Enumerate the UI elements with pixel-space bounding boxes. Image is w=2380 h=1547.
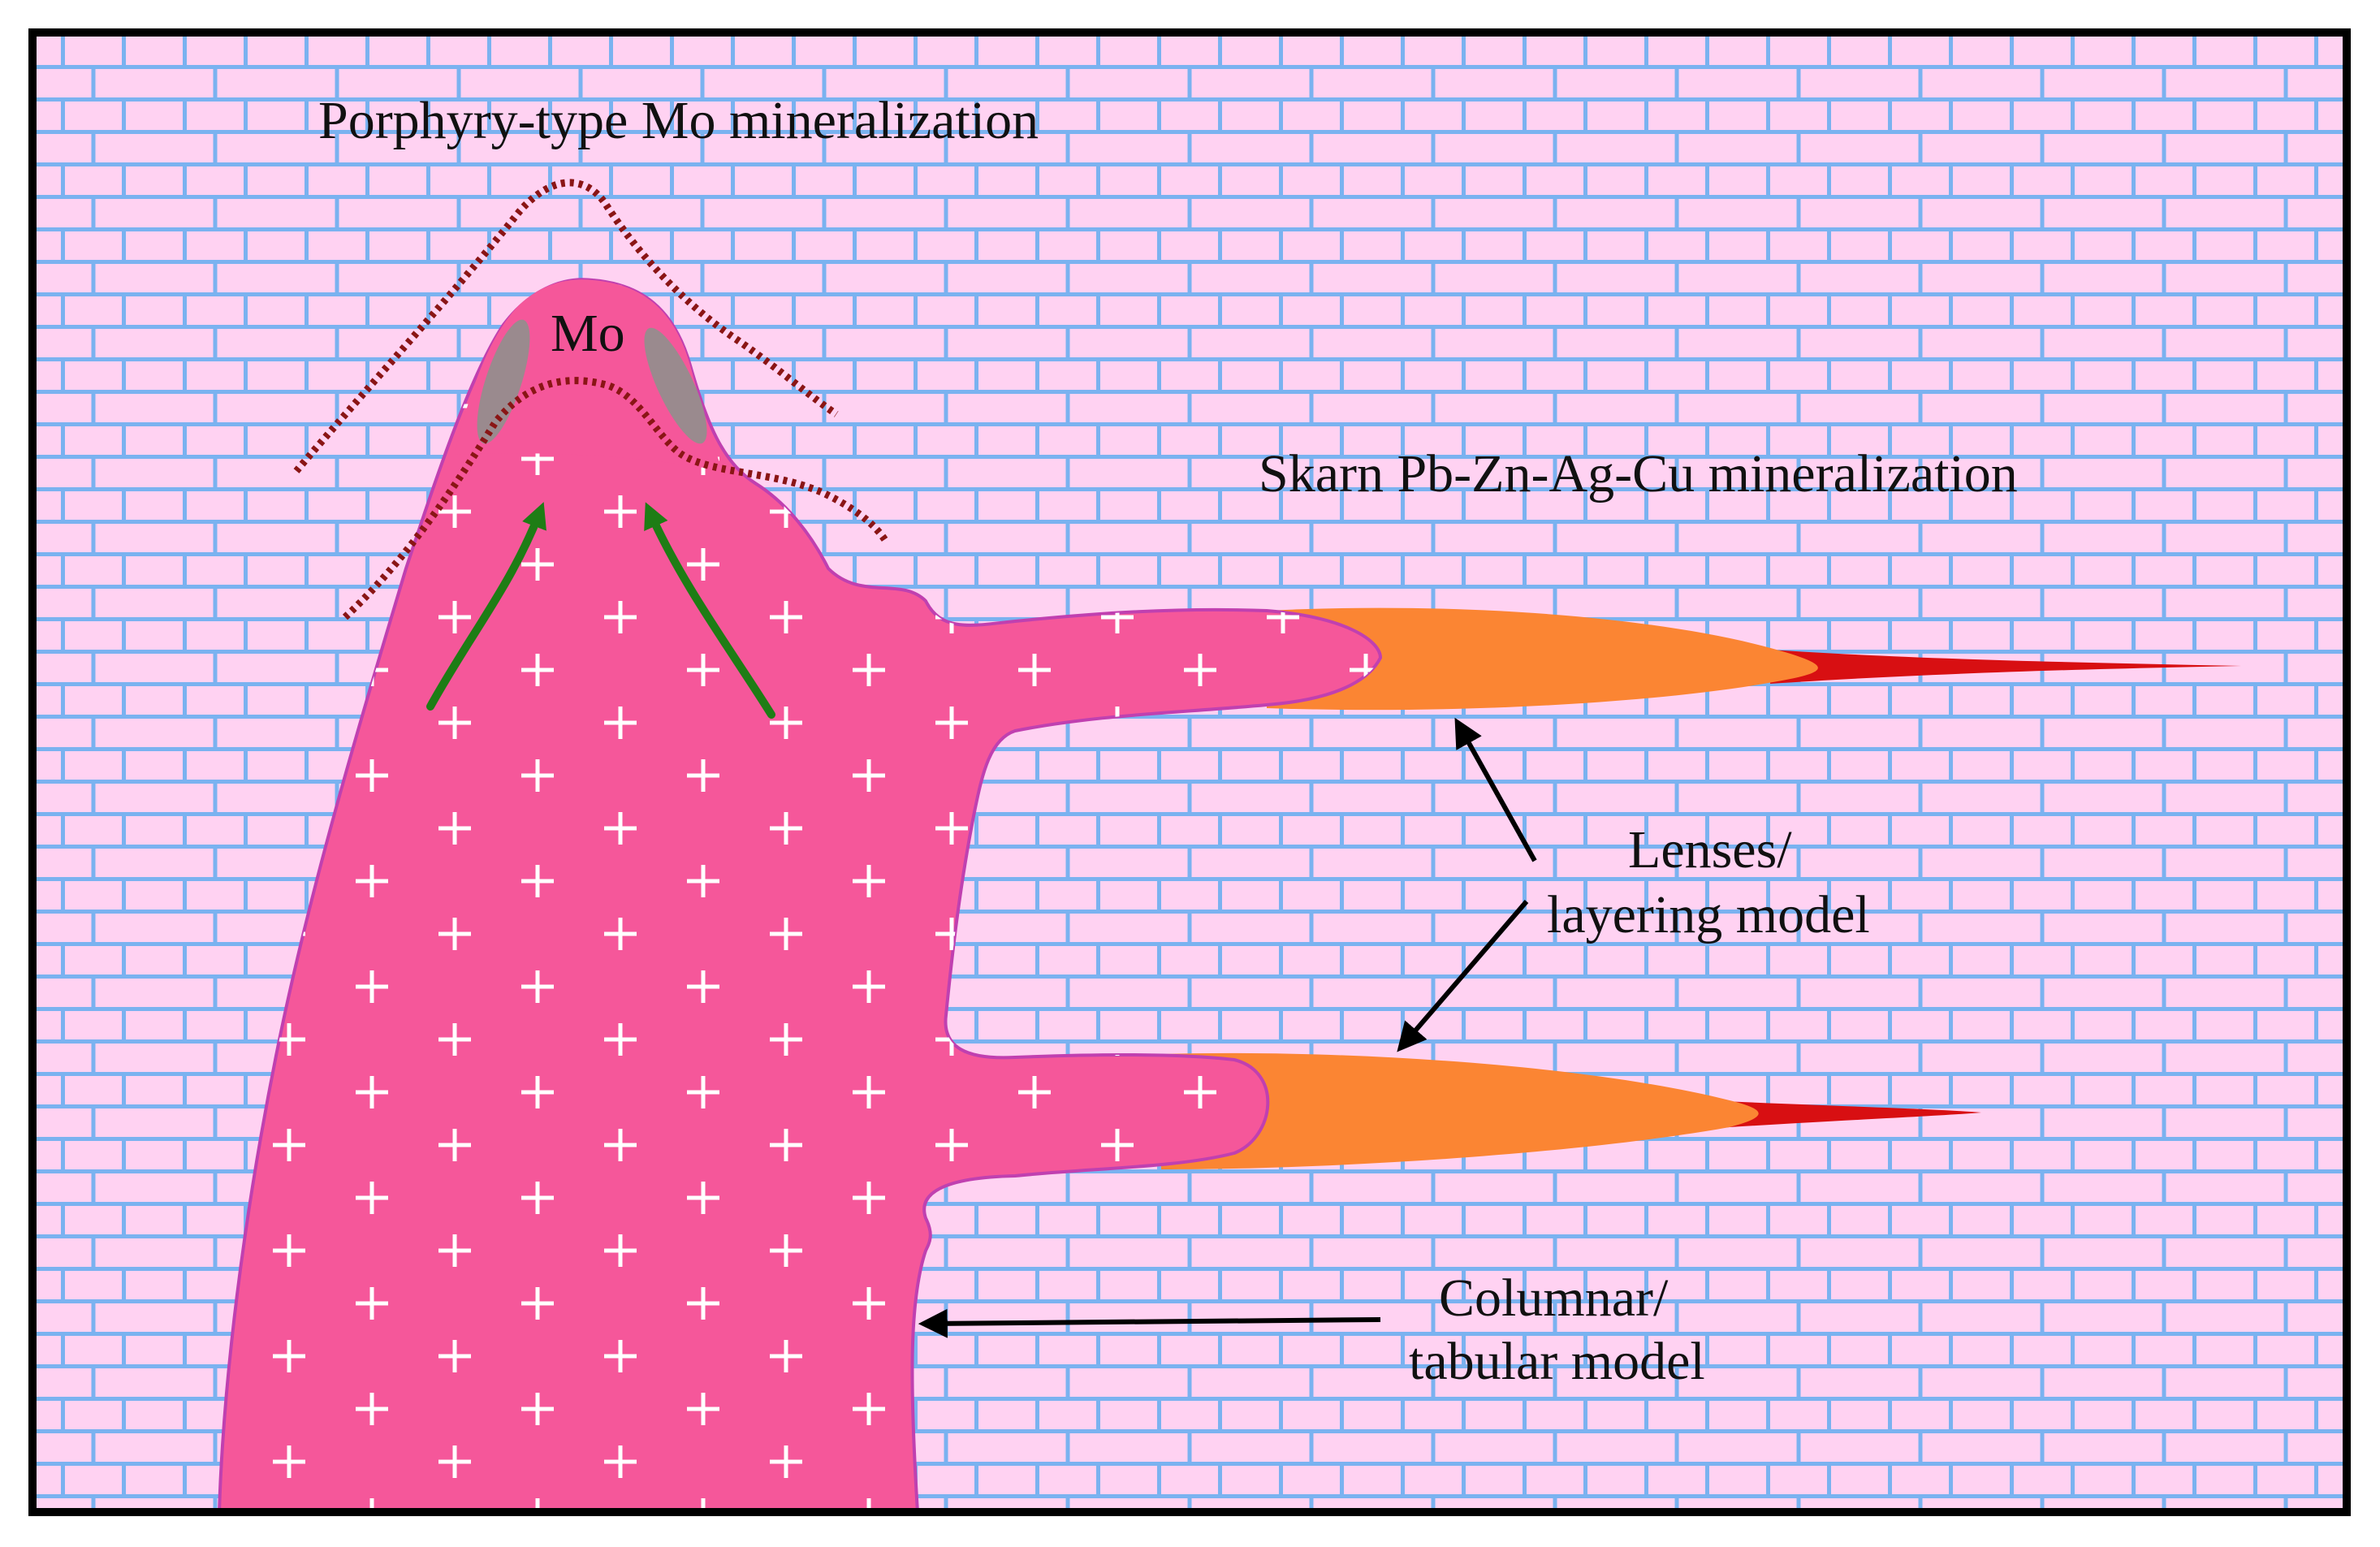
fluid-flow-left-arrow: [426, 502, 546, 711]
upper-skarn-lens-red-tip: [1770, 650, 2241, 684]
mo-zone-right: [644, 327, 707, 444]
fluid-flow-right-arrow: [644, 502, 775, 719]
lenses-label-line2: layering model: [1547, 885, 1870, 944]
outer-alteration-boundary: [293, 179, 839, 473]
columnar-label-line1: Columnar/: [1439, 1268, 1669, 1328]
lenses-arrow-upper: [1454, 717, 1537, 862]
lower-skarn-lens: [1161, 1052, 1759, 1169]
columnar-arrow: [918, 1308, 1381, 1338]
diagram-frame: [28, 28, 2351, 1516]
porphyry-mo-label: Porphyry-type Mo mineralization: [318, 91, 1039, 150]
granite-texture-crosses: [219, 279, 1380, 1512]
inner-alteration-boundary: [342, 377, 888, 620]
upper-skarn-lens: [1267, 607, 1818, 711]
lower-skarn-lens-red-tip: [1705, 1100, 1981, 1129]
mo-zone-left: [477, 319, 530, 444]
skarn-label: Skarn Pb-Zn-Ag-Cu mineralization: [1259, 444, 2018, 503]
lenses-label-line1: Lenses/: [1628, 820, 1792, 879]
mo-label: Mo: [551, 304, 625, 363]
lenses-arrow-lower: [1397, 900, 1529, 1052]
columnar-label-line2: tabular model: [1409, 1332, 1705, 1391]
